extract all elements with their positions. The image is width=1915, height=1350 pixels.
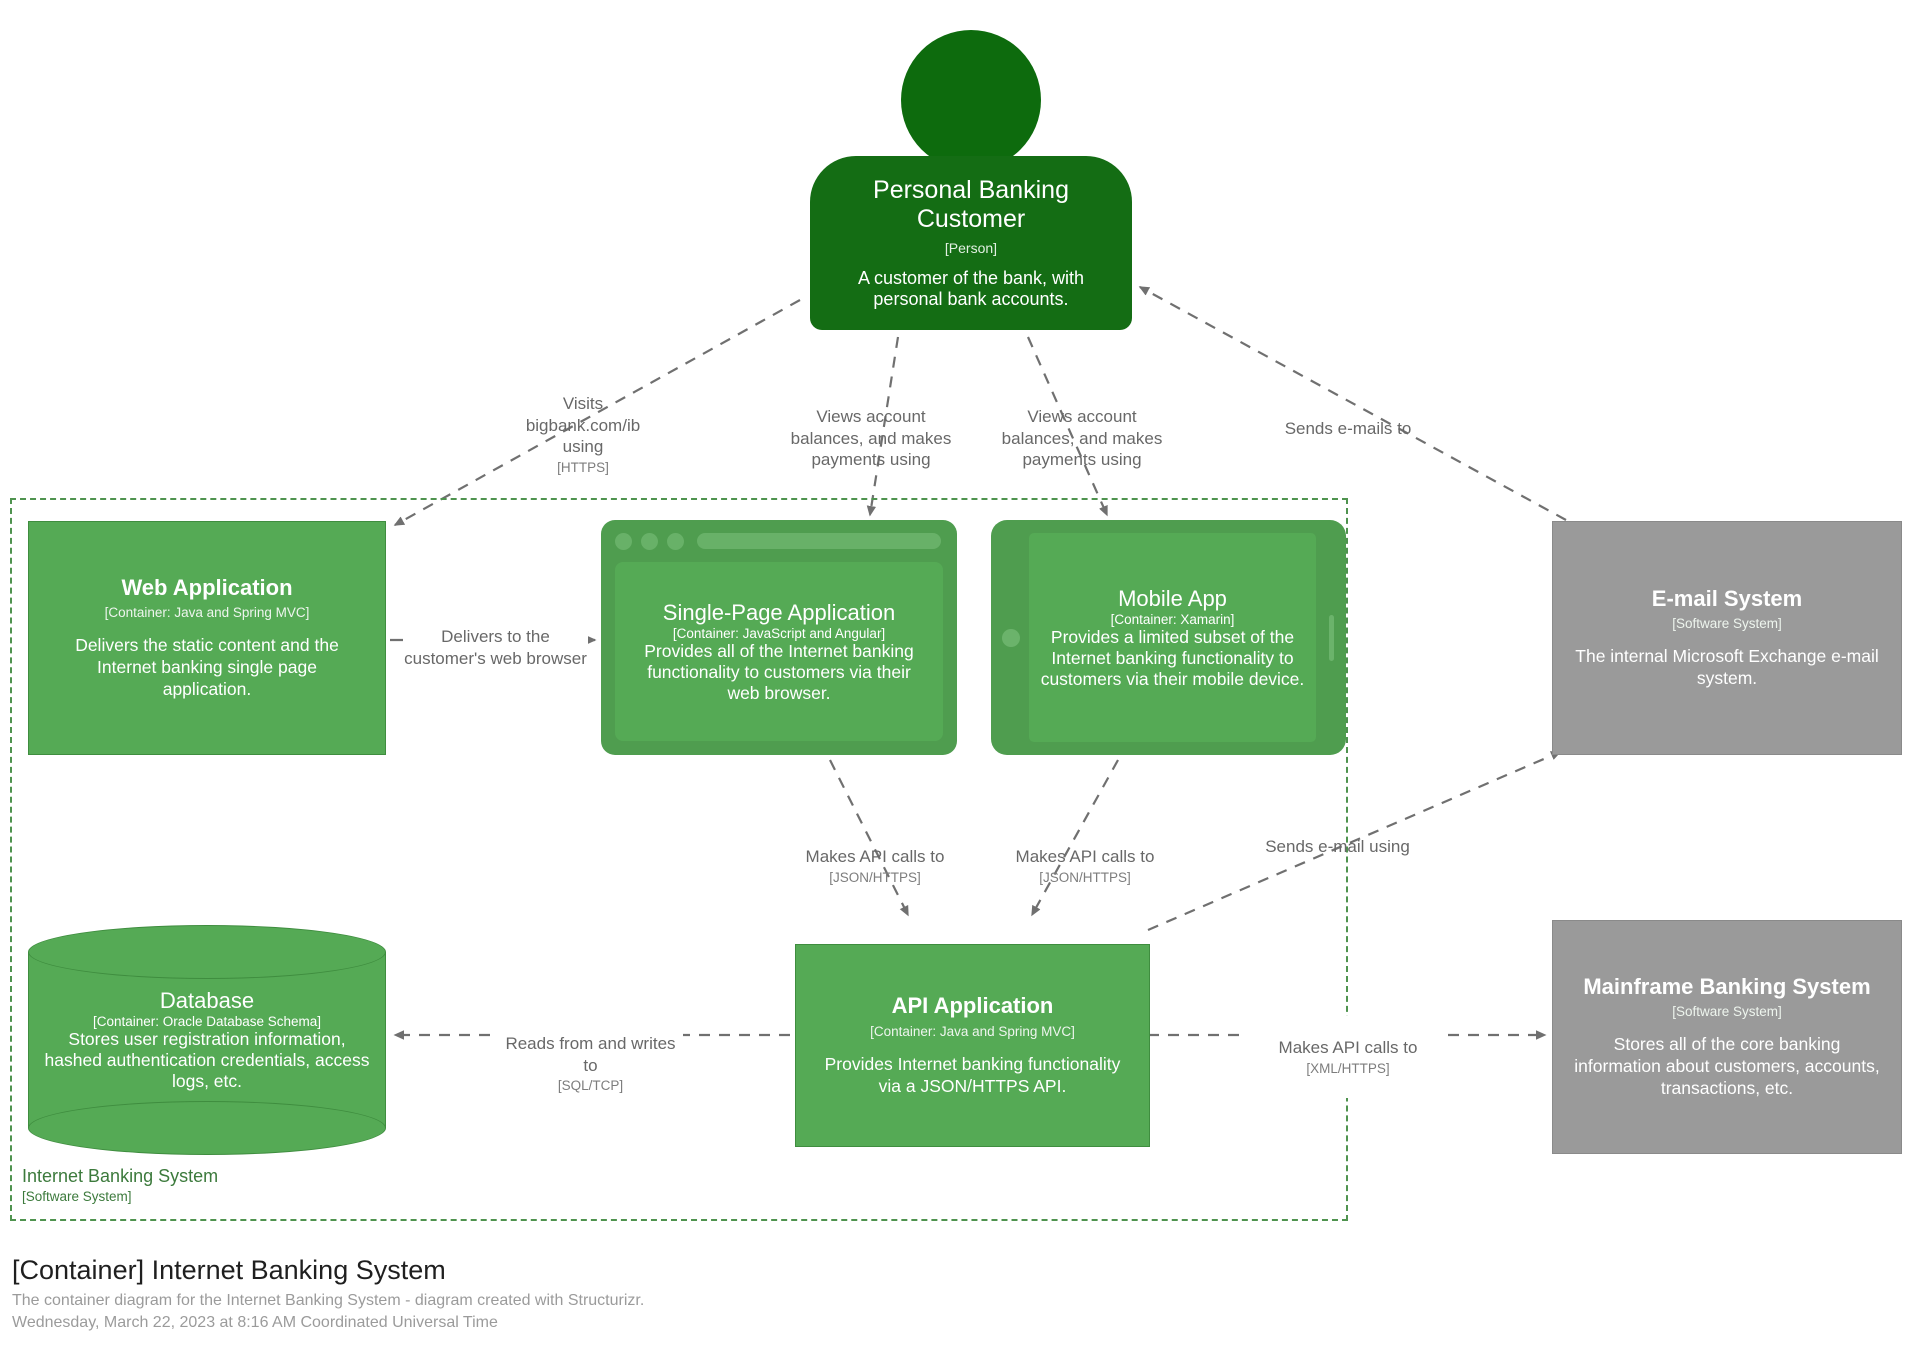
edge-label-text: Visits bigbank.com/ib using	[525, 394, 641, 457]
node-type: [Software System]	[1672, 616, 1782, 632]
edge-label-text: Delivers to the customer's web browser	[404, 627, 587, 668]
edge-label-text: Views account balances, and makes paymen…	[1001, 407, 1163, 470]
cylinder-bottom-ellipse	[28, 1101, 386, 1155]
node-description: Stores user registration information, ha…	[44, 1029, 370, 1091]
node-name: Personal Banking Customer	[873, 176, 1069, 233]
node-api-application[interactable]: API Application [Container: Java and Spr…	[795, 944, 1150, 1147]
node-name: API Application	[891, 993, 1054, 1019]
edge-label-api-application-to-email-system: Sends e-mail using	[1260, 815, 1415, 880]
diagram-title: [Container] Internet Banking System	[12, 1255, 446, 1285]
edge-label-web-application-to-single-page-application: Delivers to the customer's web browser	[403, 605, 588, 692]
node-database[interactable]: Database [Container: Oracle Database Sch…	[28, 925, 386, 1155]
node-description: The internal Microsoft Exchange e-mail s…	[1575, 646, 1879, 689]
node-type: [Container: Oracle Database Schema]	[92, 1014, 322, 1029]
edge-label-technology: [XML/HTTPS]	[1306, 1060, 1390, 1076]
cylinder-top-ellipse	[28, 925, 386, 979]
node-type: [Person]	[944, 240, 998, 256]
tablet-home-button-icon	[1002, 628, 1020, 647]
person-head-icon	[901, 30, 1041, 170]
edge-label-technology: [JSON/HTTPS]	[1039, 869, 1131, 885]
edge-label-text: Makes API calls to	[1278, 1038, 1418, 1058]
node-name: E-mail System	[1651, 585, 1803, 611]
tablet-viewport: Mobile App [Container: Xamarin] Provides…	[1029, 533, 1316, 742]
node-description: Stores all of the core banking informati…	[1574, 1034, 1880, 1099]
edge-label-api-application-to-mainframe-banking-system: Makes API calls to [XML/HTTPS]	[1248, 1016, 1448, 1099]
node-name: Database	[159, 988, 255, 1013]
edge-label-technology: [JSON/HTTPS]	[829, 869, 921, 885]
node-description: Provides a limited subset of the Interne…	[1040, 626, 1305, 689]
node-description: Provides Internet banking functionality …	[824, 1053, 1121, 1096]
node-name: Web Application	[121, 574, 293, 600]
node-mainframe-banking-system[interactable]: Mainframe Banking System [Software Syste…	[1552, 920, 1902, 1154]
browser-viewport: Single-Page Application [Container: Java…	[615, 562, 943, 741]
edge-label-email-system-to-customer: Sends e-mails to	[1248, 397, 1448, 462]
node-type: [Container: Java and Spring MVC]	[870, 1023, 1075, 1039]
node-single-page-application[interactable]: Single-Page Application [Container: Java…	[601, 520, 957, 755]
node-mobile-app[interactable]: Mobile App [Container: Xamarin] Provides…	[991, 520, 1346, 755]
edge-label-text: Views account balances, and makes paymen…	[790, 407, 952, 470]
node-email-system[interactable]: E-mail System [Software System] The inte…	[1552, 521, 1902, 755]
diagram-timestamp: Wednesday, March 22, 2023 at 8:16 AM Coo…	[12, 1313, 498, 1331]
diagram-description: The container diagram for the Internet B…	[12, 1292, 645, 1310]
tablet-speaker-icon	[1329, 614, 1334, 661]
node-description: Provides all of the Internet banking fun…	[644, 640, 914, 703]
edge-label-technology: [SQL/TCP]	[557, 1078, 624, 1094]
edge-label-technology: [HTTPS]	[557, 459, 609, 475]
node-type: [Software System]	[1672, 1004, 1782, 1020]
node-description: Delivers the static content and the Inte…	[75, 635, 339, 700]
edge-label-customer-to-mobile-app: Views account balances, and makes paymen…	[997, 385, 1167, 493]
person-body: Personal Banking Customer [Person] A cus…	[810, 156, 1132, 330]
boundary-type: [Software System]	[22, 1188, 132, 1204]
edge-label-single-page-application-to-api-application: Makes API calls to [JSON/HTTPS]	[790, 825, 960, 907]
boundary-label: Internet Banking System [Software System…	[22, 1166, 218, 1204]
browser-chrome-bar	[611, 530, 947, 552]
edge-label-text: Sends e-mail using	[1265, 837, 1410, 857]
database-text: Database [Container: Oracle Database Sch…	[28, 952, 386, 1128]
boundary-name: Internet Banking System	[22, 1166, 219, 1186]
node-type: [Container: Xamarin]	[1110, 611, 1235, 627]
edge-label-text: Makes API calls to	[1015, 847, 1155, 867]
browser-dot-icon	[615, 532, 632, 550]
node-type: [Container: Java and Spring MVC]	[104, 605, 310, 621]
edge-label-text: Reads from and writes to	[505, 1034, 676, 1075]
node-description: A customer of the bank, with personal ba…	[857, 268, 1085, 309]
cylinder-body	[28, 952, 386, 1128]
node-name: Single-Page Application	[662, 599, 896, 625]
edge-label-mobile-app-to-api-application: Makes API calls to [JSON/HTTPS]	[1000, 825, 1170, 907]
internet-banking-system-boundary	[10, 498, 1348, 1221]
browser-dot-icon	[667, 532, 684, 550]
browser-dot-icon	[641, 532, 658, 550]
node-web-application[interactable]: Web Application [Container: Java and Spr…	[28, 521, 386, 755]
edge-label-api-application-to-database: Reads from and writes to [SQL/TCP]	[498, 1012, 683, 1116]
node-type: [Container: JavaScript and Angular]	[672, 625, 886, 641]
edge-label-text: Makes API calls to	[805, 847, 945, 867]
browser-address-bar	[697, 533, 941, 549]
diagram-caption: [Container] Internet Banking System The …	[12, 1255, 1212, 1333]
edge-label-customer-to-web-application: Visits bigbank.com/ib using [HTTPS]	[508, 372, 658, 497]
node-name: Mainframe Banking System	[1583, 973, 1871, 999]
edge-label-text: Sends e-mails to	[1284, 419, 1412, 439]
node-name: Mobile App	[1118, 585, 1227, 611]
edge-label-customer-to-single-page-application: Views account balances, and makes paymen…	[786, 385, 956, 493]
node-personal-banking-customer[interactable]: Personal Banking Customer [Person] A cus…	[810, 30, 1132, 330]
